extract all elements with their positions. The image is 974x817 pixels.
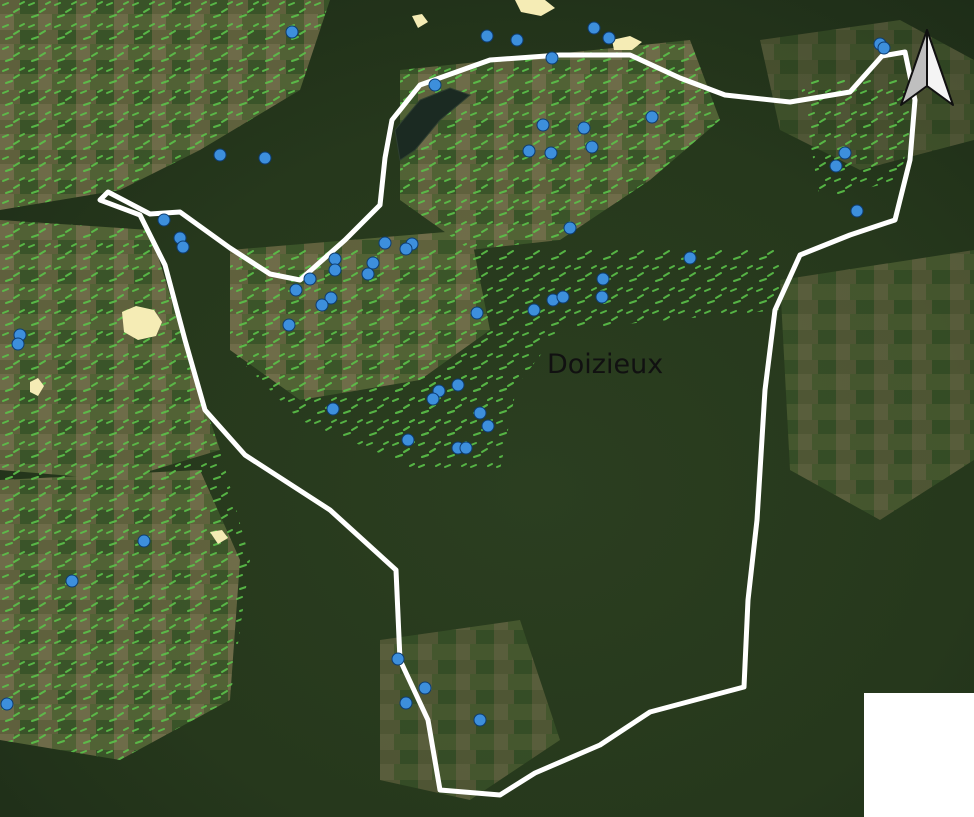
site-marker[interactable] bbox=[282, 318, 296, 332]
site-marker[interactable] bbox=[258, 151, 272, 165]
site-marker[interactable] bbox=[378, 236, 392, 250]
site-marker[interactable] bbox=[473, 406, 487, 420]
site-marker[interactable] bbox=[324, 291, 338, 305]
site-marker[interactable] bbox=[480, 29, 494, 43]
site-marker[interactable] bbox=[602, 31, 616, 45]
site-marker[interactable] bbox=[527, 303, 541, 317]
site-marker[interactable] bbox=[285, 25, 299, 39]
site-marker[interactable] bbox=[877, 41, 891, 55]
site-marker[interactable] bbox=[11, 337, 25, 351]
site-marker[interactable] bbox=[645, 110, 659, 124]
site-marker[interactable] bbox=[838, 146, 852, 160]
site-marker[interactable] bbox=[213, 148, 227, 162]
site-marker[interactable] bbox=[361, 267, 375, 281]
site-marker[interactable] bbox=[315, 298, 329, 312]
site-marker[interactable] bbox=[470, 306, 484, 320]
site-marker[interactable] bbox=[65, 574, 79, 588]
map-inset-blank bbox=[864, 693, 974, 817]
site-marker[interactable] bbox=[176, 240, 190, 254]
site-marker[interactable] bbox=[303, 272, 317, 286]
site-marker[interactable] bbox=[577, 121, 591, 135]
site-marker[interactable] bbox=[428, 78, 442, 92]
site-marker[interactable] bbox=[683, 251, 697, 265]
reservoir bbox=[394, 87, 471, 161]
site-marker[interactable] bbox=[850, 204, 864, 218]
site-marker[interactable] bbox=[328, 252, 342, 266]
place-label: Doizieux bbox=[547, 349, 663, 380]
site-marker[interactable] bbox=[289, 283, 303, 297]
site-marker[interactable] bbox=[829, 159, 843, 173]
site-marker[interactable] bbox=[510, 33, 524, 47]
site-marker[interactable] bbox=[399, 696, 413, 710]
site-marker[interactable] bbox=[544, 146, 558, 160]
site-marker[interactable] bbox=[426, 392, 440, 406]
site-marker[interactable] bbox=[328, 263, 342, 277]
site-marker[interactable] bbox=[545, 51, 559, 65]
site-marker[interactable] bbox=[451, 378, 465, 392]
site-marker[interactable] bbox=[391, 652, 405, 666]
site-marker[interactable] bbox=[585, 140, 599, 154]
site-markers bbox=[0, 21, 891, 727]
site-marker[interactable] bbox=[459, 441, 473, 455]
commune-boundary bbox=[97, 49, 918, 798]
site-marker[interactable] bbox=[596, 272, 610, 286]
settlement-patches bbox=[30, 0, 642, 544]
site-marker[interactable] bbox=[563, 221, 577, 235]
site-marker[interactable] bbox=[366, 256, 380, 270]
site-marker[interactable] bbox=[418, 681, 432, 695]
site-marker[interactable] bbox=[556, 290, 570, 304]
site-marker[interactable] bbox=[137, 534, 151, 548]
site-marker[interactable] bbox=[473, 713, 487, 727]
site-marker[interactable] bbox=[401, 433, 415, 447]
site-marker[interactable] bbox=[522, 144, 536, 158]
site-marker[interactable] bbox=[326, 402, 340, 416]
site-marker[interactable] bbox=[399, 242, 413, 256]
north-arrow-icon bbox=[900, 29, 954, 106]
site-marker[interactable] bbox=[157, 213, 171, 227]
site-marker[interactable] bbox=[481, 419, 495, 433]
site-marker[interactable] bbox=[536, 118, 550, 132]
site-marker[interactable] bbox=[587, 21, 601, 35]
site-marker[interactable] bbox=[595, 290, 609, 304]
site-marker[interactable] bbox=[0, 697, 14, 711]
